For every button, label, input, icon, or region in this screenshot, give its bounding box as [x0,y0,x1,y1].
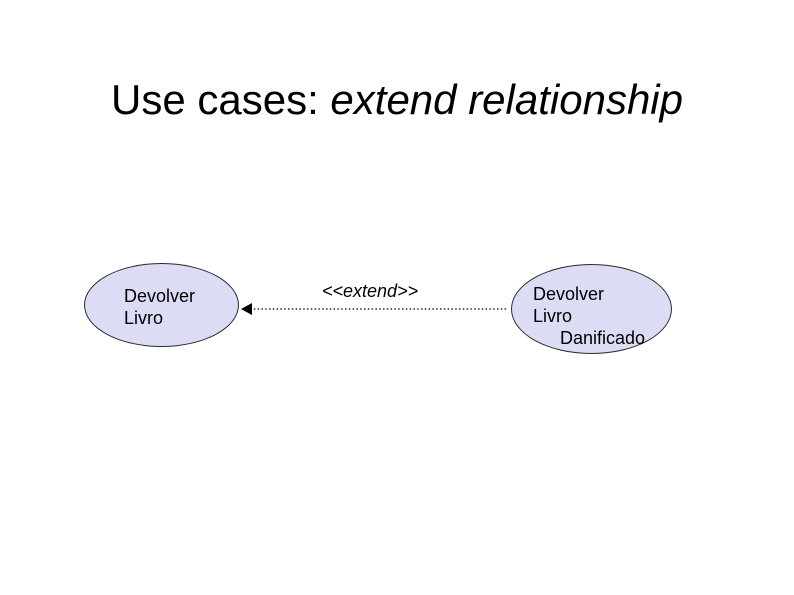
slide-title-regular-part: Use cases: [111,76,331,123]
use-case-label-line: Livro [533,306,573,326]
extend-arrowhead-icon [241,303,252,315]
use-case-label: Devolver Livro Danificado [533,283,645,349]
use-case-label: Devolver Livro [124,285,195,329]
use-case-label-line: Devolver [533,284,605,304]
extend-arrow [241,303,508,315]
slide-title: Use cases: extend relationship [0,76,794,124]
use-case-ellipse-devolver-livro-danificado: Devolver Livro Danificado [511,264,672,354]
use-case-ellipse-devolver-livro: Devolver Livro [84,263,239,347]
slide-title-italic-part: extend relationship [330,76,683,123]
use-case-label-line: Devolver [124,286,196,306]
use-case-label-line: Danificado [560,328,646,348]
extend-stereotype-label: <<extend>> [322,281,419,301]
use-case-label-line: Livro [124,308,164,328]
